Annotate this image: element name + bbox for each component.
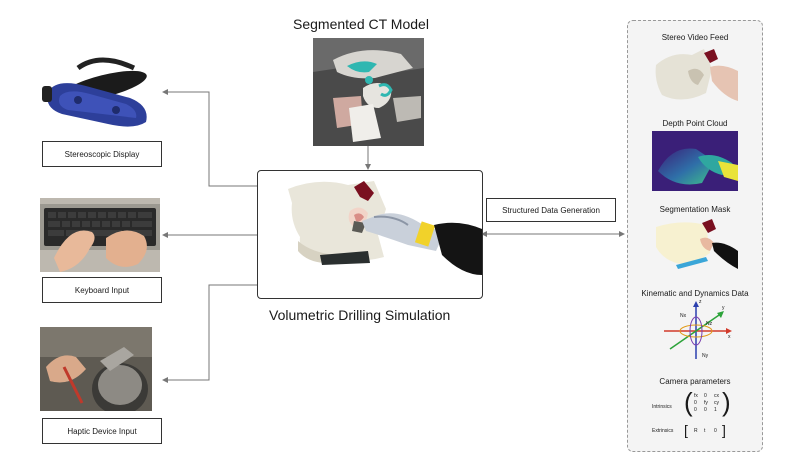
intrinsics-matrix: ( ) fx 0 cx 0 fy cy 0 0 1 (684, 387, 731, 417)
stereo-video-feed-title: Stereo Video Feed (661, 33, 729, 42)
kinematic-dynamics-title: Kinematic and Dynamics Data (641, 289, 749, 298)
simulation-box (257, 170, 483, 299)
ct-model-title: Segmented CT Model (293, 16, 429, 32)
segmentation-mask-title: Segmentation Mask (659, 205, 731, 214)
axis-x-label: x (728, 334, 731, 340)
intrinsics-cell: cy (714, 400, 719, 406)
intrinsics-cell: cx (714, 393, 719, 399)
axis-ny-label: Ny (702, 353, 709, 359)
extrinsics-matrix: [ ] R t 0 (684, 422, 726, 438)
extrinsics-cell: t (704, 428, 706, 434)
structured-data-generation-label: Structured Data Generation (486, 198, 616, 222)
intrinsics-cell: 0 (704, 407, 707, 413)
outputs-panel: Stereo Video Feed Depth Point Cloud (627, 20, 763, 452)
extrinsics-cell: R (694, 428, 698, 434)
intrinsics-label: Intrinsics (652, 404, 672, 410)
depth-point-cloud-title: Depth Point Cloud (662, 119, 728, 128)
axis-nz-label: Nz (706, 321, 713, 327)
stereo-video-feed-image (652, 45, 738, 105)
axis-nx-label: Nx (680, 313, 687, 319)
axis-z-label: z (699, 299, 702, 305)
intrinsics-cell: fx (694, 393, 698, 399)
kinematics-axes-diagram: z x y Nx Ny Nz (656, 299, 736, 363)
intrinsics-cell: 1 (714, 407, 717, 413)
arrow-haptic (162, 284, 257, 383)
haptic-device-image (40, 327, 152, 411)
extrinsics-label: Extrinsics (652, 428, 674, 434)
simulation-title: Volumetric Drilling Simulation (269, 307, 451, 323)
stereoscopic-display-label: Stereoscopic Display (42, 141, 162, 167)
segmentation-mask-image (652, 217, 738, 277)
ct-model-image (313, 38, 424, 146)
keyboard-input-label: Keyboard Input (42, 277, 162, 303)
intrinsics-cell: 0 (694, 407, 697, 413)
depth-point-cloud-image (652, 131, 738, 191)
keyboard-image (40, 198, 160, 272)
intrinsics-cell: fy (704, 400, 708, 406)
arrow-to-display (162, 89, 257, 187)
axis-y-label: y (722, 305, 725, 311)
intrinsics-cell: 0 (694, 400, 697, 406)
intrinsics-cell: 0 (704, 393, 707, 399)
vr-headset-image (38, 48, 160, 132)
extrinsics-cell: 0 (714, 428, 717, 434)
haptic-device-input-label: Haptic Device Input (42, 418, 162, 444)
drilling-simulation-render (288, 181, 482, 275)
camera-parameters-title: Camera parameters (659, 377, 731, 386)
